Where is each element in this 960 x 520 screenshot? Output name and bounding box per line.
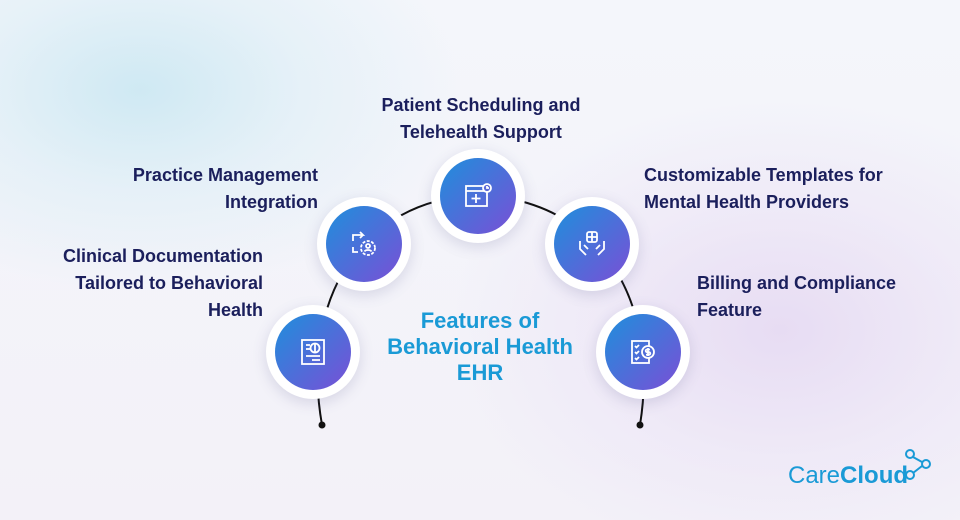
label-line: Billing and Compliance [697,273,897,293]
feature-node-billing-compliance [596,305,690,399]
hands-care-icon [579,231,605,256]
feature-node-clinical-documentation [266,305,360,399]
feature-node-practice-management [317,197,411,291]
label-line: Telehealth Support [400,122,562,142]
feature-node-customizable-templates [545,197,639,291]
label-line: Feature [697,300,763,320]
gear-user-cycle-icon [352,231,376,256]
label-line: Customizable Templates for [644,165,883,185]
arc-end-dot-right [636,421,644,429]
center-title: Features of Behavioral Health EHR [380,308,580,386]
label-line: Tailored to Behavioral [75,273,263,293]
label-line: Integration [225,192,318,212]
label-line: Mental Health Providers [644,192,850,212]
logo-text-bold: Cloud [840,462,909,489]
feature-label-patient-scheduling: Patient Scheduling and Telehealth Suppor… [381,92,581,146]
brain-document-icon [301,339,325,365]
carecloud-logo: CareCloud [788,449,931,490]
label-line: Practice Management [132,165,318,185]
label-line: Patient Scheduling and [381,95,581,115]
logo-text-light: Care [788,462,841,489]
title-line: Behavioral Health [387,334,573,359]
feature-label-clinical-documentation: Clinical Documentation Tailored to Behav… [63,243,263,324]
title-line: Features of [420,308,540,333]
label-line: Clinical Documentation [62,246,263,266]
logo-nodes-icon [905,449,931,480]
title-line: EHR [456,360,504,385]
feature-label-customizable-templates: Customizable Templates for Mental Health… [644,162,883,216]
feature-node-patient-scheduling [431,149,525,243]
calendar-medical-icon [465,183,492,207]
feature-label-practice-management: Practice Management Integration [133,162,318,216]
feature-label-billing-compliance: Billing and Compliance Feature [697,270,896,324]
arc-end-dot-left [318,421,326,429]
label-line: Health [207,300,263,320]
checklist-dollar-icon [631,340,655,364]
